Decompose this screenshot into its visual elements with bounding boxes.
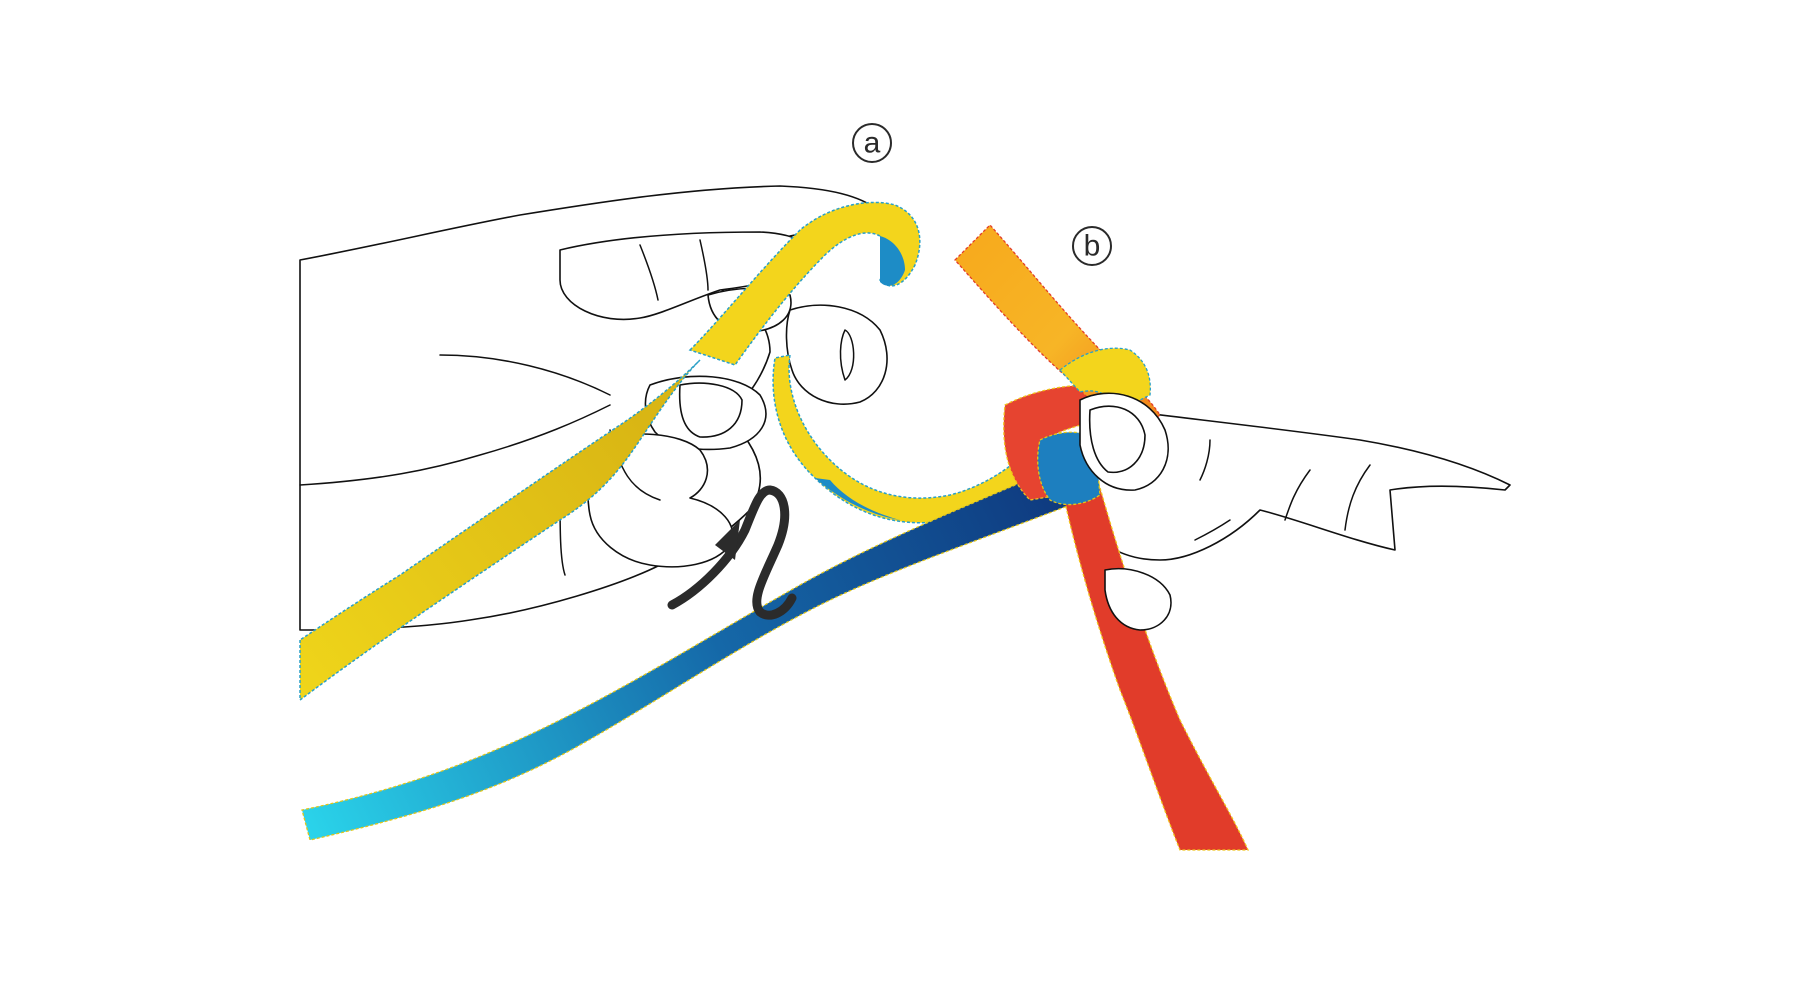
right-hand-knuckle-3	[1199, 439, 1211, 481]
left-middle-fingernail	[839, 329, 855, 381]
ribbon-blue-gradient	[301, 469, 1071, 841]
right-little-finger	[1104, 568, 1172, 631]
callout-a: a	[852, 123, 892, 163]
left-finger-line	[639, 244, 659, 301]
yellow-ribbon-loop	[688, 201, 921, 366]
red-ribbon-loop	[1003, 384, 1101, 501]
callout-b-label: b	[1084, 230, 1101, 263]
yellow-ribbon-return-shade	[815, 478, 900, 520]
right-hand-finger-line	[1194, 519, 1231, 541]
loop-arrow-icon	[667, 485, 797, 620]
right-hand	[1079, 409, 1511, 561]
callout-a-circle	[852, 123, 892, 163]
right-hand-knuckle-1	[1284, 469, 1311, 521]
right-hand-palm	[1079, 409, 1511, 561]
callout-b: b	[1072, 226, 1112, 266]
left-finger-line-2	[699, 239, 709, 291]
right-thumbnail	[1088, 405, 1146, 474]
callout-a-label: a	[864, 127, 881, 160]
ribbon-a-yellow	[299, 201, 1051, 702]
left-hand-arm-line	[439, 354, 611, 396]
left-hand	[299, 185, 888, 631]
left-thumbnail	[678, 382, 743, 438]
left-hand-wrist-line	[299, 404, 611, 486]
left-middle-finger	[785, 304, 888, 405]
callout-b-circle	[1072, 226, 1112, 266]
right-hand-knuckle-2	[1344, 464, 1371, 531]
ribbon-b-knot	[954, 224, 1249, 851]
yellow-ribbon-long-strand	[299, 359, 701, 702]
yellow-ribbon-loop-inner	[880, 236, 905, 286]
